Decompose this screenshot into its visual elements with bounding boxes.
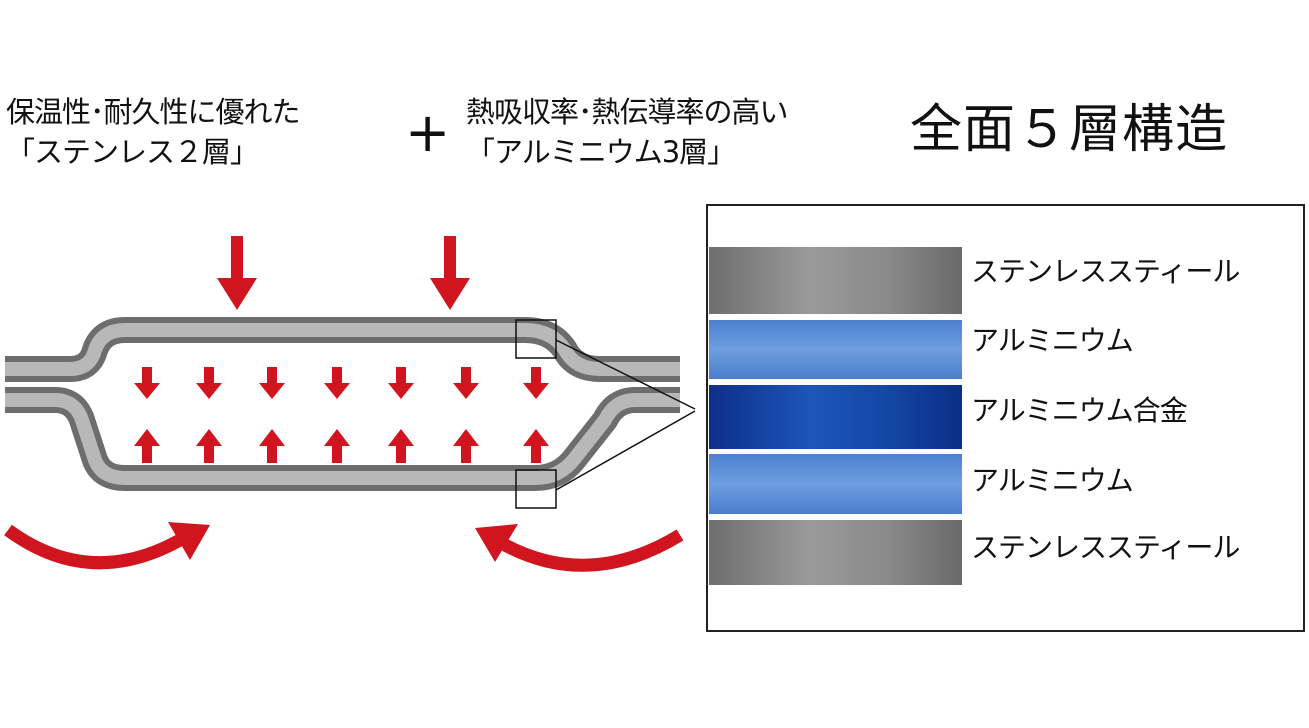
layer-label: アルミニウム合金 (971, 394, 1188, 427)
layer-label: アルミニウム (971, 324, 1134, 357)
curved-arrow-right-head (475, 524, 518, 562)
stainless-caption: 保温性･耐久性に優れた 「ステンレス２層」 (6, 92, 301, 172)
heat-distribution-arrows (134, 367, 549, 463)
plus-sign: + (405, 101, 451, 164)
aluminium-caption-line2: 「アルミニウム3層」 (466, 135, 736, 169)
layer-label: アルミニウム (971, 464, 1134, 497)
layer-structure-panel: ステンレススティール アルミニウム アルミニウム合金 アルミニウム ステンレスス… (706, 204, 1305, 632)
small-up-arrow-icon (453, 429, 479, 463)
pan-wall (5, 317, 680, 491)
aluminium-caption-line1: 熱吸収率･熱伝導率の高い (466, 95, 789, 129)
small-up-arrow-icon (324, 429, 350, 463)
small-down-arrow-icon (196, 367, 222, 399)
convection-arrows (4, 522, 684, 572)
small-up-arrow-icon (523, 429, 549, 463)
small-down-arrow-icon (523, 367, 549, 399)
layer-aluminium-lower (709, 454, 962, 514)
small-down-arrow-icon (259, 367, 285, 399)
big-down-arrow-icon (430, 236, 470, 310)
aluminium-caption: 熱吸収率･熱伝導率の高い 「アルミニウム3層」 (466, 92, 789, 172)
zoom-callout (515, 319, 696, 509)
heat-input-arrows (217, 236, 470, 310)
small-up-arrow-icon (196, 429, 222, 463)
layer-aluminium-upper (709, 320, 962, 379)
big-down-arrow-icon (217, 236, 257, 310)
small-up-arrow-icon (259, 429, 285, 463)
small-down-arrow-icon (453, 367, 479, 399)
small-down-arrow-icon (388, 367, 414, 399)
stainless-caption-line1: 保温性･耐久性に優れた (6, 95, 301, 129)
small-down-arrow-icon (324, 367, 350, 399)
small-up-arrow-icon (388, 429, 414, 463)
layer-label: ステンレススティール (971, 255, 1240, 288)
layer-label: ステンレススティール (971, 531, 1240, 564)
layer-stainless-top (709, 247, 962, 314)
curved-arrow-right-icon (501, 529, 684, 572)
diagram-title: 全面５層構造 (910, 100, 1229, 160)
curved-arrow-left-head (168, 522, 210, 560)
layer-stainless-bottom (709, 520, 962, 585)
small-up-arrow-icon (134, 429, 160, 463)
small-down-arrow-icon (134, 367, 160, 399)
stainless-caption-line2: 「ステンレス２層」 (6, 135, 259, 169)
layer-aluminium-alloy (709, 385, 962, 449)
curved-arrow-left-icon (4, 524, 184, 570)
